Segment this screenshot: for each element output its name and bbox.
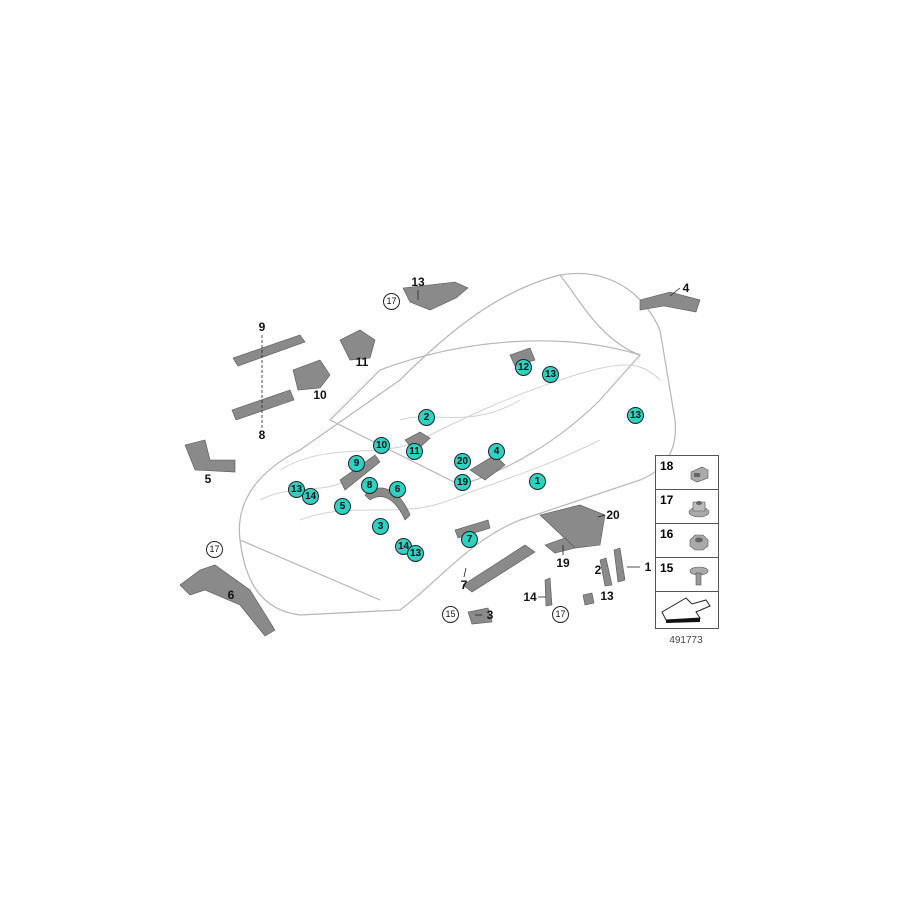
- label-5[interactable]: 5: [204, 472, 212, 486]
- label-3[interactable]: 3: [486, 608, 494, 622]
- collar-nut-icon: [688, 501, 710, 518]
- callout-13[interactable]: 13: [407, 545, 424, 562]
- callout-13[interactable]: 13: [542, 366, 559, 383]
- legend-number: 17: [660, 493, 674, 507]
- callout-4[interactable]: 4: [488, 443, 505, 460]
- label-7[interactable]: 7: [460, 578, 468, 592]
- label-13[interactable]: 13: [411, 275, 425, 289]
- callout-13[interactable]: 13: [288, 481, 305, 498]
- label-4[interactable]: 4: [682, 281, 690, 295]
- label-1[interactable]: 1: [644, 560, 652, 574]
- callout-11[interactable]: 11: [406, 443, 423, 460]
- callout-14[interactable]: 14: [302, 488, 319, 505]
- callout-1[interactable]: 1: [529, 473, 546, 490]
- legend-item-16[interactable]: 16: [656, 524, 718, 558]
- leader-lines: [261, 287, 681, 616]
- callout-2[interactable]: 2: [418, 409, 435, 426]
- circled-label-17[interactable]: 17: [383, 293, 400, 310]
- hex-nut-icon: [689, 534, 709, 551]
- label-10[interactable]: 10: [313, 388, 327, 402]
- legend-item-18[interactable]: 18: [656, 456, 718, 490]
- car-outline: [238, 272, 677, 616]
- callout-7[interactable]: 7: [461, 531, 478, 548]
- circled-label-17[interactable]: 17: [552, 606, 569, 623]
- callout-5[interactable]: 5: [334, 498, 351, 515]
- label-2[interactable]: 2: [594, 563, 602, 577]
- callout-12[interactable]: 12: [515, 359, 532, 376]
- label-19[interactable]: 19: [556, 556, 570, 570]
- image-number: 491773: [669, 635, 703, 646]
- clip-nut-icon: [690, 466, 709, 483]
- callout-3[interactable]: 3: [372, 518, 389, 535]
- callout-20[interactable]: 20: [454, 453, 471, 470]
- fastener-legend: 18 17 16 15: [655, 455, 719, 629]
- parts: [179, 281, 701, 637]
- screw-icon: [689, 566, 709, 586]
- callout-8[interactable]: 8: [361, 477, 378, 494]
- callout-13[interactable]: 13: [627, 407, 644, 424]
- label-8[interactable]: 8: [258, 428, 266, 442]
- legend-item-17[interactable]: 17: [656, 490, 718, 524]
- label-11[interactable]: 11: [355, 355, 369, 369]
- callout-10[interactable]: 10: [373, 437, 390, 454]
- label-6[interactable]: 6: [227, 588, 235, 602]
- callout-19[interactable]: 19: [454, 474, 471, 491]
- callout-9[interactable]: 9: [348, 455, 365, 472]
- direction-arrow-icon: [661, 597, 711, 623]
- legend-item-15[interactable]: 15: [656, 558, 718, 592]
- label-14[interactable]: 14: [523, 590, 537, 604]
- circled-label-17[interactable]: 17: [206, 541, 223, 558]
- legend-number: 18: [660, 459, 674, 473]
- legend-number: 16: [660, 527, 674, 541]
- legend-number: 15: [660, 561, 674, 575]
- callout-6[interactable]: 6: [389, 481, 406, 498]
- circled-label-15[interactable]: 15: [442, 606, 459, 623]
- label-20[interactable]: 20: [606, 508, 620, 522]
- legend-arrow: [656, 592, 718, 628]
- label-9[interactable]: 9: [258, 320, 266, 334]
- label-13[interactable]: 13: [600, 589, 614, 603]
